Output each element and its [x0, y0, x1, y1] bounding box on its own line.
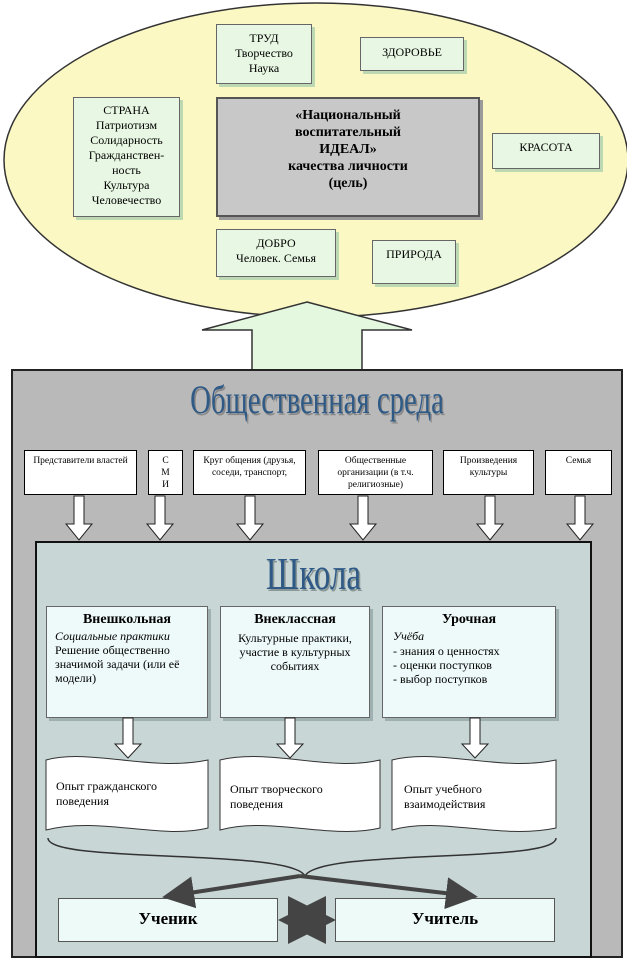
ideal-line: воспитательный — [295, 125, 401, 140]
ideal-line: «Национальный — [295, 108, 401, 123]
value-trud-line: Творчество — [235, 46, 293, 60]
source-organizations: Общественные организации (в т.ч. религио… — [318, 450, 433, 495]
value-strana-line: Солидарность — [90, 133, 163, 147]
up-arrow-icon — [201, 301, 413, 372]
column-sub: Социальные практики — [55, 629, 170, 643]
school-shapes-layer — [45, 717, 557, 878]
value-strana-line: Патриотизм — [95, 118, 158, 132]
value-trud: ТРУД Творчество Наука — [216, 24, 312, 84]
experience-wave-shape — [219, 756, 381, 832]
value-priroda: ПРИРОДА — [372, 240, 456, 284]
value-krasota-title: КРАСОТА — [519, 140, 573, 154]
down-arrow-icon — [235, 495, 265, 541]
double-arrow-icon — [162, 874, 301, 909]
down-arrow-icon — [145, 495, 175, 541]
double-arrow-icon — [299, 874, 478, 910]
experience-creative: Опыт творческого поведения — [230, 782, 323, 811]
experience-wave-shape — [45, 756, 209, 832]
value-strana-line: Гражданствен- — [88, 148, 165, 162]
down-arrow-icon — [565, 495, 595, 541]
column-after-class: Внеклассная Культурные практики, участие… — [220, 606, 370, 718]
source-social-circle: Круг общения (друзья, соседи, транспорт, — [193, 450, 306, 495]
down-arrow-icon — [460, 717, 490, 759]
column-body: Решение общественно значимой задачи (или… — [55, 643, 180, 685]
experience-wave-shape — [391, 756, 557, 832]
value-strana: СТРАНА Патриотизм Солидарность Гражданст… — [73, 97, 180, 217]
actor-arrows-layer — [162, 874, 478, 944]
ideal-line: качества личности — [288, 159, 408, 174]
down-arrow-icon — [113, 717, 143, 759]
ideal-line: ИДЕАЛ» — [319, 142, 377, 157]
source-arrows-layer — [64, 495, 595, 541]
value-dobro-title: ДОБРО — [256, 236, 296, 250]
value-strana-line: Культура — [103, 178, 150, 192]
down-arrow-icon — [275, 717, 305, 759]
column-lesson: Урочная Учёба - знания о ценностях - оце… — [382, 606, 556, 718]
down-arrow-icon — [64, 495, 94, 541]
column-extracurricular: Внешкольная Социальные практики Решение … — [46, 606, 208, 718]
experience-civic: Опыт гражданского поведения — [56, 779, 157, 808]
value-trud-line: Наука — [248, 61, 280, 75]
value-dobro-line: Человек. Семья — [236, 251, 316, 265]
column-head: Внеклассная — [254, 612, 336, 627]
school-title: Школа — [265, 548, 362, 599]
value-trud-title: ТРУД — [249, 31, 279, 45]
environment-title: Общественная среда — [190, 377, 444, 422]
ideal-line: (цель) — [328, 176, 368, 191]
source-family: Семья — [545, 450, 612, 495]
value-zdorovie-title: ЗДОРОВЬЕ — [382, 45, 442, 59]
column-body: Культурные практики, участие в культурны… — [238, 631, 352, 673]
value-krasota: КРАСОТА — [492, 133, 600, 169]
value-strana-title: СТРАНА — [103, 103, 150, 117]
value-dobro: ДОБРО Человек. Семья — [216, 229, 336, 277]
column-body: - знания о ценностях - оценки поступков … — [393, 644, 500, 686]
value-strana-line: Человечество — [91, 193, 162, 207]
value-zdorovie: ЗДОРОВЬЕ — [360, 37, 464, 71]
column-head: Внешкольная — [82, 612, 172, 627]
ideal-box: «Национальный воспитательный ИДЕАЛ» каче… — [216, 97, 480, 217]
column-sub: Учёба — [393, 629, 425, 643]
experience-learning: Опыт учебного взаимодействия — [404, 782, 486, 811]
value-strana-line: ность — [112, 163, 141, 177]
column-head: Урочная — [441, 612, 497, 627]
source-culture: Произведения культуры — [443, 450, 534, 495]
value-priroda-title: ПРИРОДА — [386, 247, 442, 261]
source-authorities: Представители властей — [24, 450, 137, 495]
down-arrow-icon — [475, 495, 505, 541]
source-media: С М И — [148, 450, 183, 495]
down-arrow-icon — [348, 495, 378, 541]
